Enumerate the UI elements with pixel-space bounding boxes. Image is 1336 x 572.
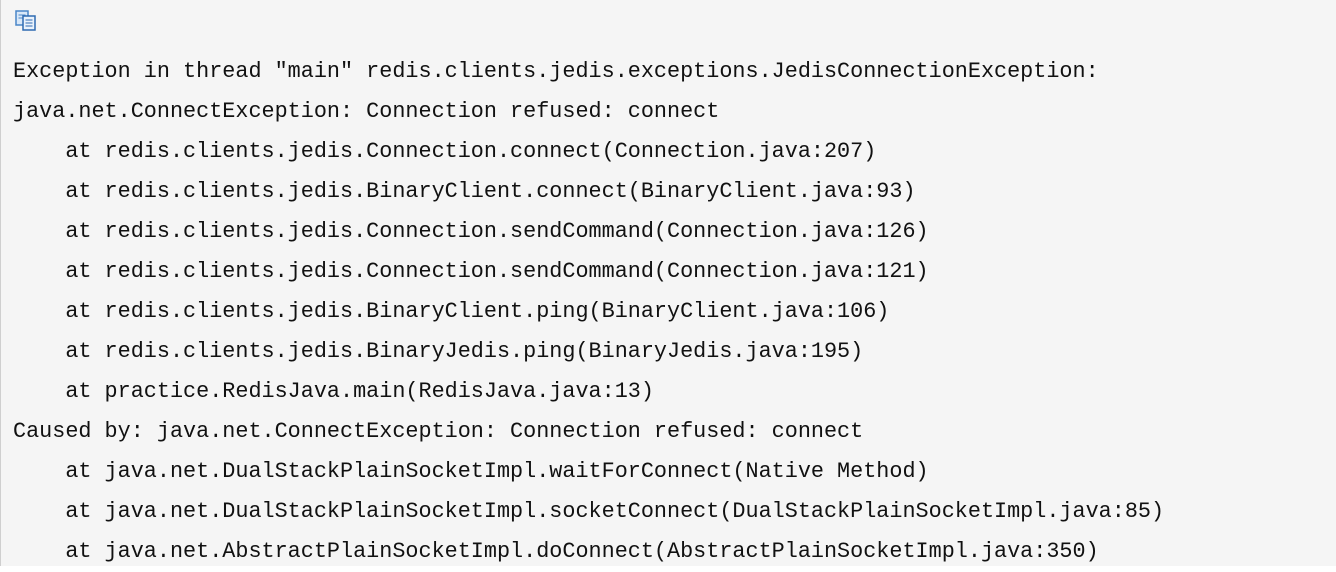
code-line: at redis.clients.jedis.Connection.connec… [13,139,877,164]
code-line: at redis.clients.jedis.BinaryClient.ping… [13,299,890,324]
code-line: at redis.clients.jedis.Connection.sendCo… [13,219,929,244]
code-line: at java.net.DualStackPlainSocketImpl.soc… [13,499,1165,524]
code-line: Exception in thread "main" redis.clients… [13,59,1099,84]
stack-trace: Exception in thread "main" redis.clients… [13,52,1329,572]
code-line: at redis.clients.jedis.Connection.sendCo… [13,259,929,284]
code-line: Caused by: java.net.ConnectException: Co… [13,419,864,444]
code-line: at redis.clients.jedis.BinaryClient.conn… [13,179,916,204]
code-line: at practice.RedisJava.main(RedisJava.jav… [13,379,654,404]
code-line: at java.net.AbstractPlainSocketImpl.doCo… [13,539,1099,564]
copy-icon[interactable] [15,9,47,33]
code-line: java.net.ConnectException: Connection re… [13,99,720,124]
code-line: at redis.clients.jedis.BinaryJedis.ping(… [13,339,864,364]
code-line: at java.net.DualStackPlainSocketImpl.wai… [13,459,929,484]
code-toolbar [1,0,1336,44]
